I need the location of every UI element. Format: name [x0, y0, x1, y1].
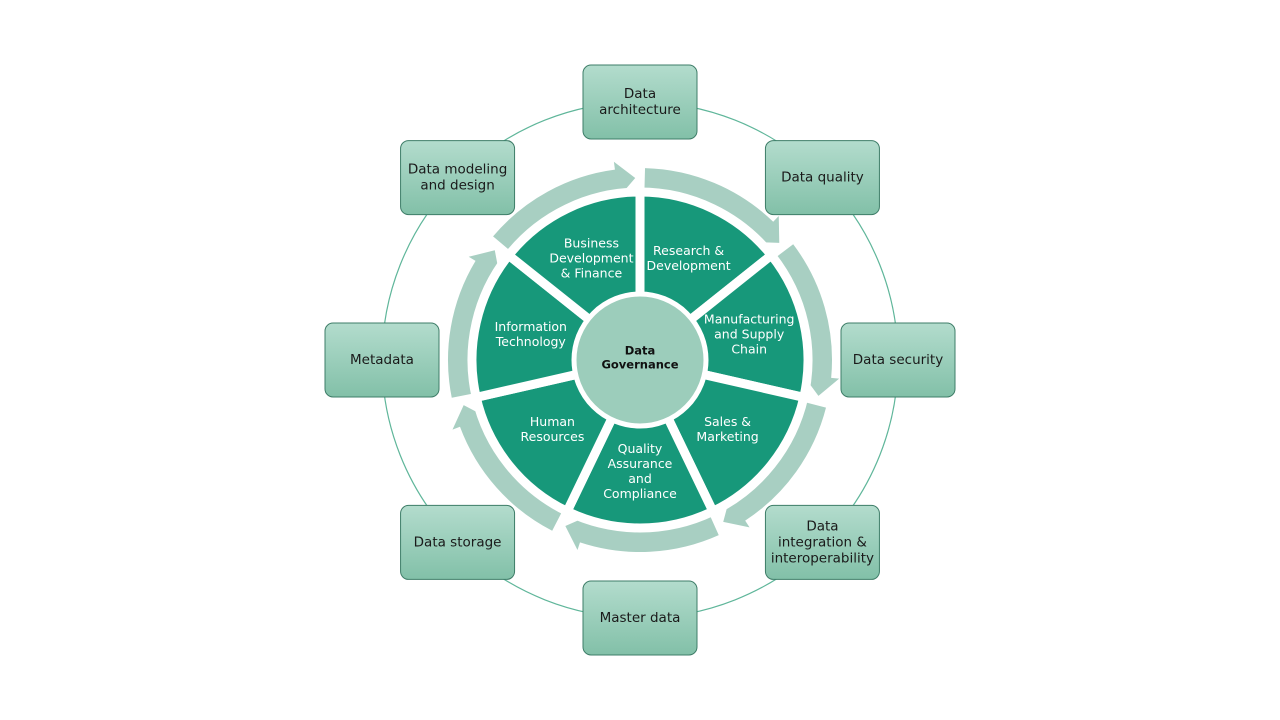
segment-label: Marketing	[696, 429, 758, 444]
topic-box: Metadata	[324, 322, 440, 398]
topic-box-label: Metadata	[350, 352, 414, 368]
topic-box-rect	[400, 140, 516, 216]
segment-label: Assurance	[608, 456, 673, 471]
segment-wedge	[561, 349, 719, 533]
segment-label: Development	[647, 258, 731, 273]
segment-label: Sales &	[704, 414, 751, 429]
topic-box-label: interoperability	[771, 550, 874, 566]
center-label: Data	[625, 344, 656, 358]
segment-label: and Supply	[714, 327, 785, 342]
cycle-arrow	[452, 405, 562, 531]
topic-box-label: Data	[806, 518, 838, 534]
topic-box-label: Data storage	[414, 534, 502, 550]
topic-box-label: Data quality	[781, 170, 864, 186]
topic-box-label: Master data	[600, 610, 681, 626]
topic-box-label: and design	[420, 178, 494, 194]
topic-box-rect	[764, 504, 880, 580]
topic-box-label: Data modeling	[408, 162, 507, 178]
topic-box-rect	[400, 504, 516, 580]
segment-label: Information	[495, 319, 567, 334]
segment-label: Compliance	[603, 486, 677, 501]
cycle-arrow	[777, 244, 840, 396]
topic-box-label: architecture	[599, 102, 681, 118]
segment-label: Development	[549, 251, 633, 266]
segment-label: Human	[530, 414, 575, 429]
center-label: Governance	[601, 358, 678, 372]
topic-box-rect	[840, 322, 956, 398]
segment-label: Technology	[495, 334, 567, 349]
segment-label: Chain	[731, 342, 767, 357]
topic-box-rect	[582, 580, 698, 656]
segment-label: Manufacturing	[704, 312, 795, 327]
topic-box-rect	[324, 322, 440, 398]
cycle-arrow	[565, 515, 719, 553]
topic-box-label: Data	[624, 86, 656, 102]
topic-box: Data quality	[764, 140, 880, 216]
segment-label: Research &	[653, 243, 724, 258]
topic-box: Data storage	[400, 504, 516, 580]
segment-label: & Finance	[561, 266, 623, 281]
topic-box-label: Data security	[853, 352, 943, 368]
center-circle	[571, 291, 709, 429]
topic-box: Master data	[582, 580, 698, 656]
topic-box-rect	[764, 140, 880, 216]
segment-label: Quality	[618, 441, 663, 456]
cycle-arrow	[723, 402, 826, 528]
segment-label: and	[628, 471, 652, 486]
topic-box: Data security	[840, 322, 956, 398]
segment-label: Resources	[521, 429, 585, 444]
cycle-arrow	[448, 250, 500, 398]
segment-label: Business	[564, 236, 619, 251]
topic-box-rect	[582, 64, 698, 140]
topic-box-label: integration &	[778, 534, 867, 550]
